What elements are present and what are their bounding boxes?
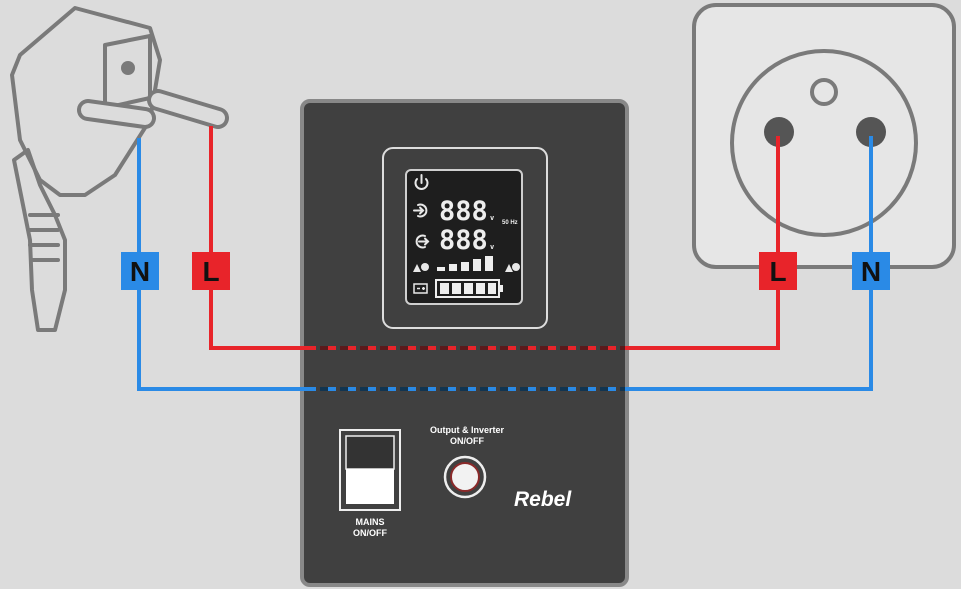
svg-text:N: N (861, 256, 881, 287)
live-wire-plug-side (209, 126, 304, 350)
neutral-wire-socket-side (625, 136, 873, 391)
load-icon (505, 263, 520, 272)
output-voltage-readout: 888 (439, 225, 488, 256)
svg-text:L: L (769, 256, 786, 287)
battery-cell (452, 283, 461, 294)
terminal-socket-neutral: N (852, 252, 890, 290)
frequency-label: 50 Hz (502, 220, 518, 226)
output-volt-unit: v (490, 243, 494, 251)
neutral-wire-plug-side (137, 138, 304, 391)
output-inverter-label-line2: ON/OFF (450, 436, 484, 446)
output-inverter-button[interactable] (443, 455, 487, 499)
terminal-plug-neutral: N (121, 252, 159, 290)
battery-icon (413, 283, 428, 294)
plug-icon (10, 6, 229, 332)
load-bar (473, 259, 481, 271)
mains-switch[interactable] (339, 429, 401, 511)
brand-logo: Rebel (514, 488, 572, 511)
input-arrow-icon (413, 203, 428, 218)
mains-label-line1: MAINS (356, 517, 385, 527)
power-icon (414, 174, 429, 190)
output-arrow-icon (415, 234, 430, 249)
svg-text:N: N (130, 256, 150, 287)
battery-gauge (435, 279, 503, 298)
input-volt-unit: v (490, 214, 494, 222)
battery-cell (464, 283, 473, 294)
terminal-plug-live: L (192, 252, 230, 290)
load-bar (449, 264, 457, 271)
load-bar (485, 256, 493, 271)
load-icon (413, 263, 429, 272)
terminal-socket-live: L (759, 252, 797, 290)
battery-cell (476, 283, 485, 294)
svg-text:L: L (202, 256, 219, 287)
socket-icon (692, 3, 956, 269)
load-bar (461, 262, 469, 271)
input-voltage-readout: 888 (439, 196, 488, 227)
live-wire-socket-side (625, 136, 780, 350)
battery-cell (440, 283, 449, 294)
output-inverter-label-line1: Output & Inverter (430, 425, 505, 435)
mains-label-line2: ON/OFF (353, 528, 387, 538)
battery-cell (488, 283, 496, 294)
load-level-bars (437, 256, 493, 271)
load-bar (437, 267, 445, 271)
